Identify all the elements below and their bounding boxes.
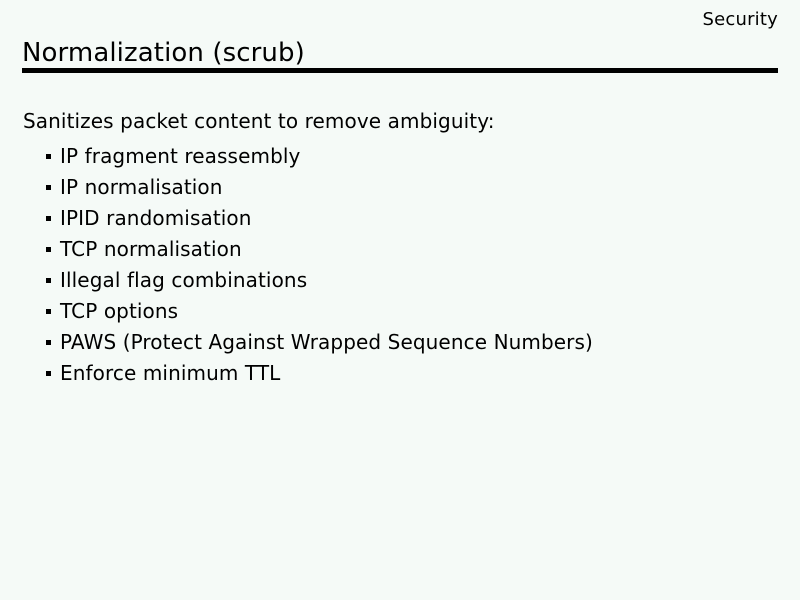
list-item: IP fragment reassembly	[23, 141, 779, 172]
square-bullet-icon	[46, 309, 51, 314]
list-item-label: IP normalisation	[60, 175, 223, 199]
square-bullet-icon	[46, 371, 51, 376]
list-item-label: IPID randomisation	[60, 206, 252, 230]
title-divider	[22, 68, 778, 73]
slide-running-header: Security	[702, 9, 778, 30]
square-bullet-icon	[46, 154, 51, 159]
list-item: Illegal flag combinations	[23, 265, 779, 296]
square-bullet-icon	[46, 278, 51, 283]
slide-title: Normalization (scrub)	[22, 38, 305, 68]
list-item-label: PAWS (Protect Against Wrapped Sequence N…	[60, 330, 593, 354]
square-bullet-icon	[46, 340, 51, 345]
list-item: IP normalisation	[23, 172, 779, 203]
list-item: PAWS (Protect Against Wrapped Sequence N…	[23, 327, 779, 358]
list-item: Enforce minimum TTL	[23, 358, 779, 389]
intro-text: Sanitizes packet content to remove ambig…	[23, 109, 495, 133]
list-item: TCP normalisation	[23, 234, 779, 265]
square-bullet-icon	[46, 185, 51, 190]
list-item: TCP options	[23, 296, 779, 327]
list-item: IPID randomisation	[23, 203, 779, 234]
list-item-label: IP fragment reassembly	[60, 144, 301, 168]
slide-body: Sanitizes packet content to remove ambig…	[23, 108, 779, 389]
list-item-label: TCP normalisation	[60, 237, 242, 261]
list-item-label: Enforce minimum TTL	[60, 361, 281, 385]
square-bullet-icon	[46, 247, 51, 252]
bullet-list: IP fragment reassembly IP normalisation …	[23, 141, 779, 389]
square-bullet-icon	[46, 216, 51, 221]
list-item-label: Illegal flag combinations	[60, 268, 308, 292]
list-item-label: TCP options	[60, 299, 179, 323]
